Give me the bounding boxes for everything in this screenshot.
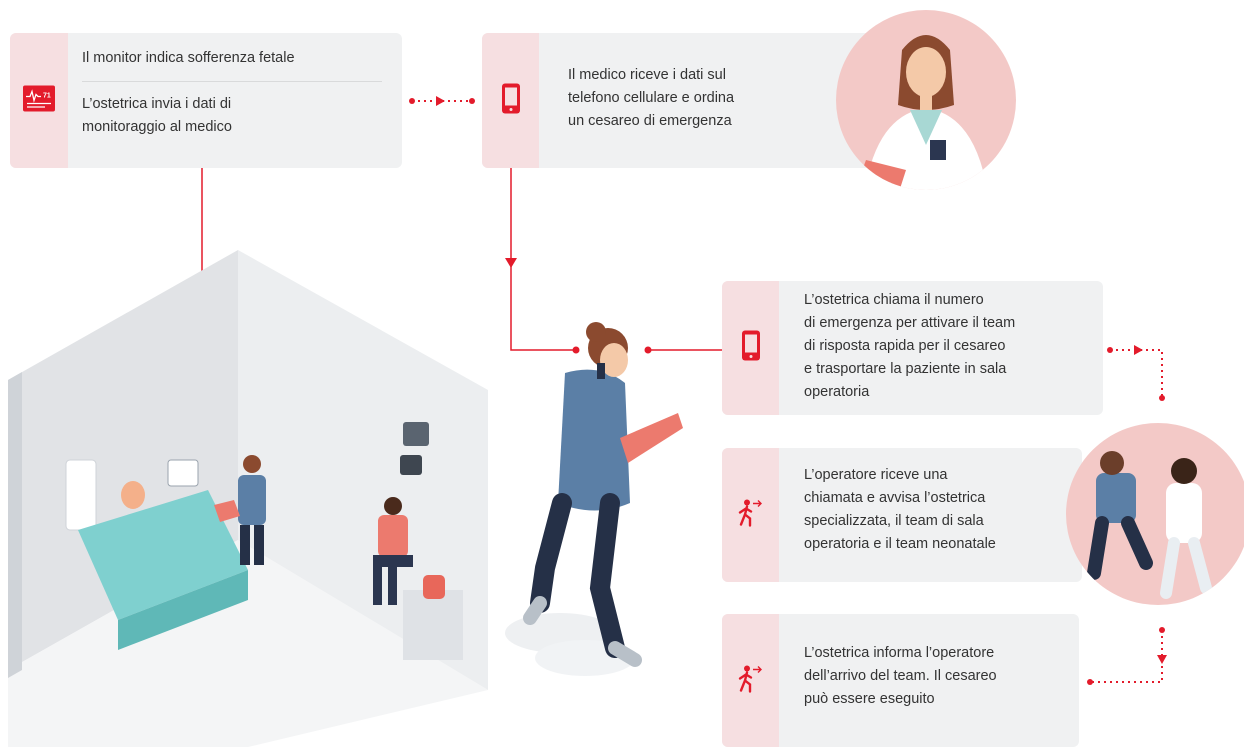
card-midwife-call-text: L’ostetrica chiama il numero di emergenz…: [804, 292, 1016, 400]
card-side: [722, 281, 779, 415]
arrow-down: [505, 258, 517, 268]
team-illustration: [1066, 423, 1244, 605]
card-inform-text: L’ostetrica informa l’operatore dell’arr…: [804, 645, 997, 707]
fetal-monitor-icon: 71: [23, 85, 55, 116]
card-operator-text: L’operatore riceve una chiamata e avvisa…: [804, 467, 996, 552]
card-inform: L’ostetrica informa l’operatore dell’arr…: [722, 614, 1079, 747]
midwife-illustration: [500, 318, 700, 698]
doctor-illustration: [836, 10, 1016, 190]
card-operator: L’operatore riceve una chiamata e avvisa…: [722, 448, 1082, 582]
card-side: [722, 614, 779, 747]
card-midwife-call: L’ostetrica chiama il numero di emergenz…: [722, 281, 1103, 415]
separator: [82, 81, 382, 82]
card-side: [482, 33, 539, 168]
mobile-phone-icon: [501, 83, 520, 118]
hospital-room-illustration: [8, 250, 508, 747]
card-monitor-line1: Il monitor indica sofferenza fetale: [82, 50, 295, 66]
card-side: [722, 448, 779, 582]
card-side: 71: [10, 33, 68, 168]
running-person-icon: [738, 498, 764, 533]
card-monitor-line2: L’ostetrica invia i dati di monitoraggio…: [82, 96, 232, 135]
card-doctor-text: Il medico riceve i dati sul telefono cel…: [568, 67, 735, 129]
card-monitor: 71 Il monitor indica sofferenza fetale L…: [10, 33, 402, 168]
mobile-phone-icon: [741, 330, 760, 366]
svg-text:71: 71: [43, 92, 51, 99]
card-doctor: Il medico riceve i dati sul telefono cel…: [482, 33, 872, 168]
running-person-icon: [738, 663, 764, 698]
